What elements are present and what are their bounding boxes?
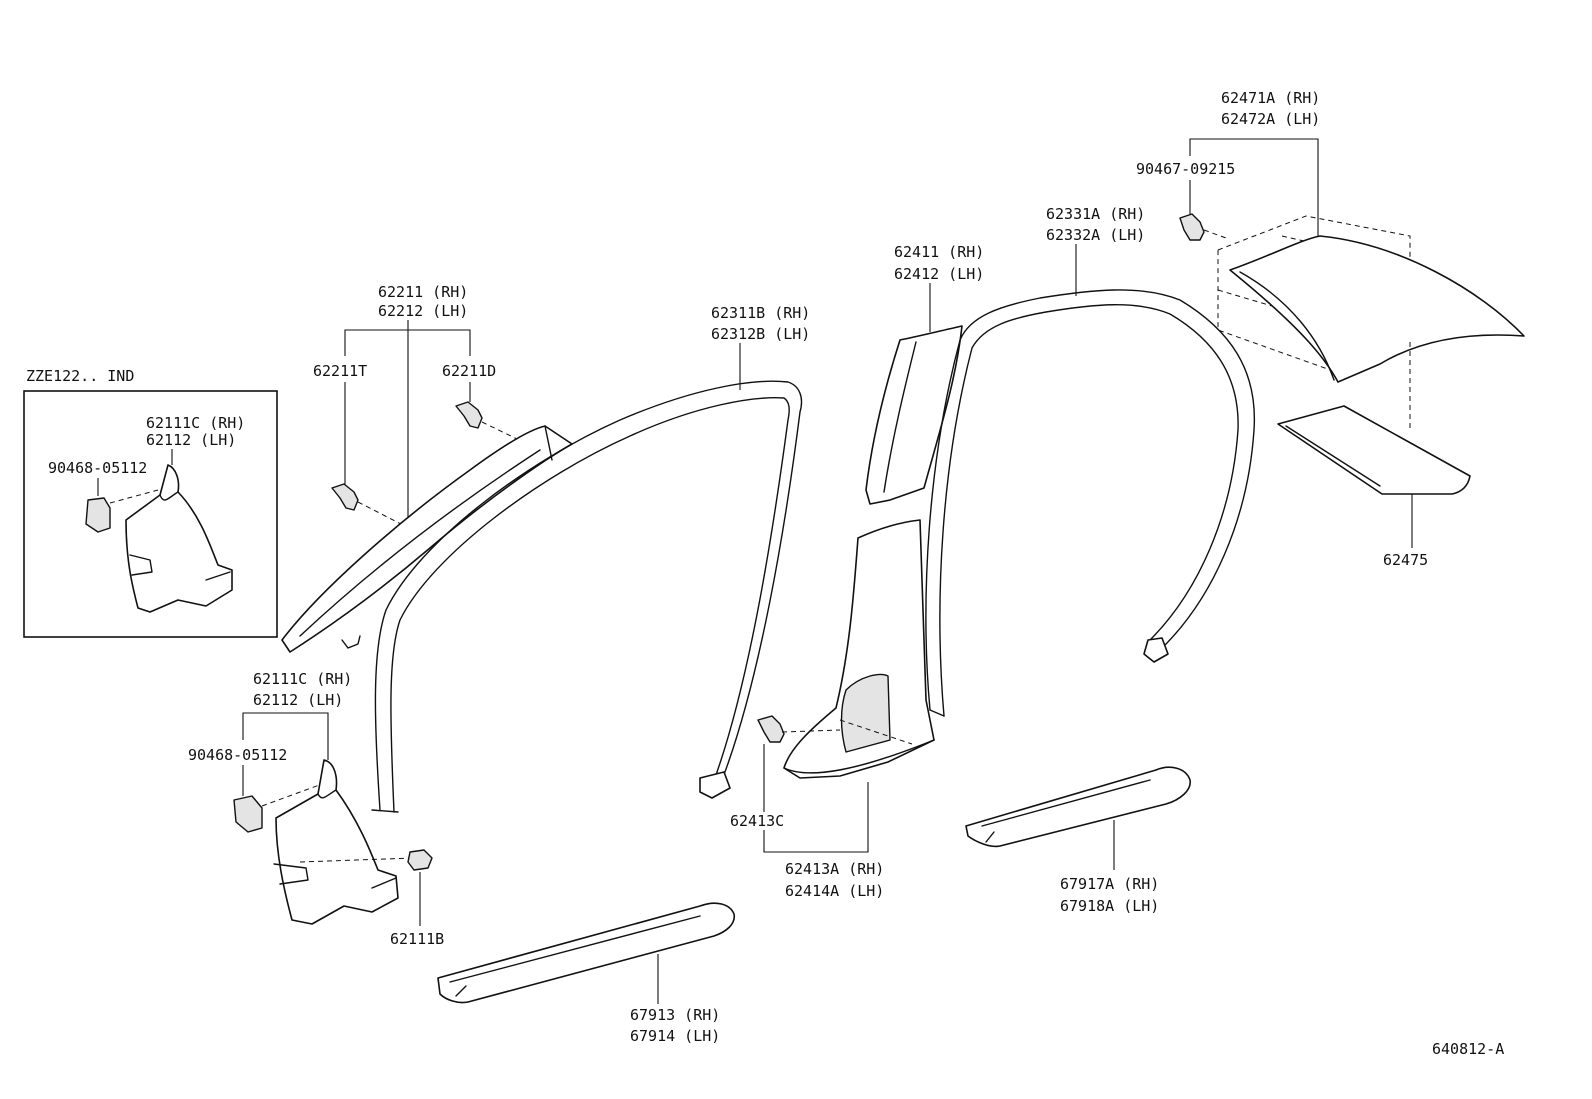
center-pillar-lower-group: 62413C 62413A (RH) 62414A (LH) bbox=[730, 519, 935, 900]
label-62312b-lh[interactable]: 62312B (LH) bbox=[711, 325, 810, 343]
label-62331a-rh[interactable]: 62331A (RH) bbox=[1046, 205, 1145, 223]
label-67913-rh[interactable]: 67913 (RH) bbox=[630, 1006, 720, 1024]
center-pillar-upper-group: 62411 (RH) 62412 (LH) bbox=[865, 243, 984, 505]
label-62311b-rh[interactable]: 62311B (RH) bbox=[711, 304, 810, 322]
label-62211t[interactable]: 62211T bbox=[313, 362, 367, 380]
package-tray-mat-group: 62475 bbox=[1277, 405, 1471, 569]
diagram-id: 640812-A bbox=[1432, 1040, 1504, 1058]
package-tray-trim bbox=[1229, 235, 1525, 383]
inset-clip-90468 bbox=[85, 497, 111, 533]
inset-title: ZZE122.. IND bbox=[26, 367, 134, 385]
rear-door-weatherstrip bbox=[925, 289, 1256, 711]
label-62472a-lh[interactable]: 62472A (LH) bbox=[1221, 110, 1320, 128]
label-62471a-rh[interactable]: 62471A (RH) bbox=[1221, 89, 1320, 107]
label-62112-lh[interactable]: 62112 (LH) bbox=[253, 691, 343, 709]
label-62413c[interactable]: 62413C bbox=[730, 812, 784, 830]
rear-scuff-plate-group: 67917A (RH) 67918A (LH) bbox=[965, 766, 1191, 915]
door-opening-trim-rear: 62331A (RH) 62332A (LH) bbox=[925, 205, 1256, 717]
clip-62211d bbox=[455, 401, 483, 429]
label-67917a-rh[interactable]: 67917A (RH) bbox=[1060, 875, 1159, 893]
inset-zze122: ZZE122.. IND 62111C (RH) 62112 (LH) 9046… bbox=[23, 367, 278, 638]
label-62111b[interactable]: 62111B bbox=[390, 930, 444, 948]
label-62211-rh[interactable]: 62211 (RH) bbox=[378, 283, 468, 301]
label-62212-lh[interactable]: 62212 (LH) bbox=[378, 302, 468, 320]
label-90468-05112[interactable]: 90468-05112 bbox=[188, 746, 287, 764]
grommet-62111b bbox=[407, 849, 433, 871]
label-62211d[interactable]: 62211D bbox=[442, 362, 496, 380]
inset-label-62111c[interactable]: 62111C (RH) bbox=[146, 414, 245, 432]
clip-90468 bbox=[233, 795, 263, 833]
clip-90467 bbox=[1179, 213, 1205, 241]
label-62413a-rh[interactable]: 62413A (RH) bbox=[785, 860, 884, 878]
inset-kick-panel bbox=[125, 464, 233, 613]
inset-label-62112[interactable]: 62112 (LH) bbox=[146, 431, 236, 449]
door-opening-trim-front: 62311B (RH) 62312B (LH) bbox=[371, 304, 810, 813]
cowl-side-trim-group: 62111C (RH) 62112 (LH) 90468-05112 62111… bbox=[188, 670, 444, 948]
label-62475[interactable]: 62475 bbox=[1383, 551, 1428, 569]
front-door-weatherstrip bbox=[374, 380, 803, 811]
front-scuff-plate bbox=[437, 902, 736, 1004]
clip-62211t bbox=[331, 483, 359, 511]
label-67914-lh[interactable]: 67914 (LH) bbox=[630, 1027, 720, 1045]
inset-frame bbox=[23, 390, 278, 638]
a-pillar-garnish bbox=[281, 425, 573, 653]
label-62411-rh[interactable]: 62411 (RH) bbox=[894, 243, 984, 261]
center-pillar-lower-garnish bbox=[783, 519, 935, 779]
label-90467-09215[interactable]: 90467-09215 bbox=[1136, 160, 1235, 178]
label-67918a-lh[interactable]: 67918A (LH) bbox=[1060, 897, 1159, 915]
label-62414a-lh[interactable]: 62414A (LH) bbox=[785, 882, 884, 900]
rear-scuff-plate bbox=[965, 766, 1191, 848]
front-scuff-plate-group: 67913 (RH) 67914 (LH) bbox=[437, 902, 736, 1045]
package-tray-trim-group: 62471A (RH) 62472A (LH) 90467-09215 bbox=[1136, 89, 1525, 430]
clip-62413c bbox=[757, 715, 785, 743]
label-62412-lh[interactable]: 62412 (LH) bbox=[894, 265, 984, 283]
package-tray-mat bbox=[1277, 405, 1471, 495]
cowl-side-trim bbox=[275, 759, 399, 925]
a-pillar-garnish-group: 62211 (RH) 62212 (LH) 62211T 62211D bbox=[281, 283, 573, 653]
label-62332a-lh[interactable]: 62332A (LH) bbox=[1046, 226, 1145, 244]
inset-label-90468[interactable]: 90468-05112 bbox=[48, 459, 147, 477]
label-62111c-rh[interactable]: 62111C (RH) bbox=[253, 670, 352, 688]
